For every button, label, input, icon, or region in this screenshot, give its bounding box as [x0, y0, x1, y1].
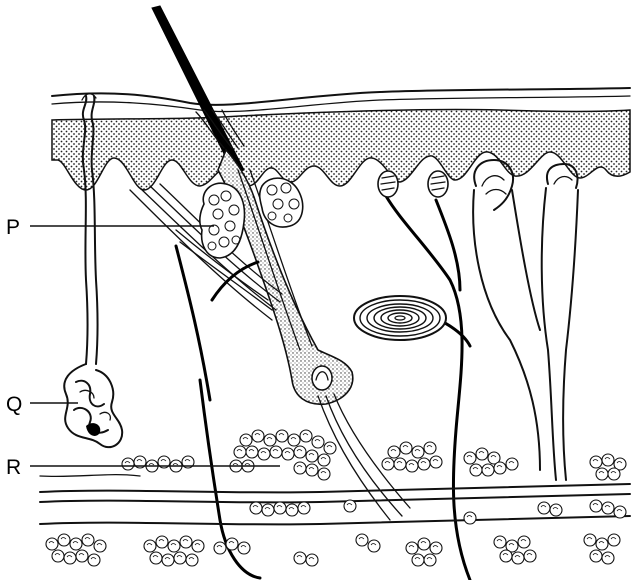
fat-cluster-band [250, 500, 626, 518]
hair-papilla [312, 366, 332, 390]
sweat-gland-coil [64, 364, 122, 447]
meissner-corpuscle-2 [428, 171, 448, 197]
capillary-loop-1 [473, 160, 540, 470]
fat-cluster-upper-right [590, 454, 626, 480]
sebaceous-gland-left [200, 183, 245, 258]
fat-cluster-upper-left [230, 430, 336, 480]
sebaceous-gland-right [260, 178, 303, 227]
pacinian-corpuscle [354, 296, 446, 340]
meissner-corpuscle-1 [378, 171, 398, 197]
label-p: P [6, 216, 20, 239]
capillary-loop-2 [542, 164, 578, 480]
epidermis-layer [52, 109, 630, 190]
label-r: R [6, 456, 21, 479]
subcutaneous-boundaries [40, 475, 630, 525]
fat-cluster-upper-mid [382, 442, 518, 476]
label-q: Q [6, 393, 22, 416]
skin-surface-line-inner [52, 96, 630, 112]
fat-cluster-lower [46, 534, 620, 566]
